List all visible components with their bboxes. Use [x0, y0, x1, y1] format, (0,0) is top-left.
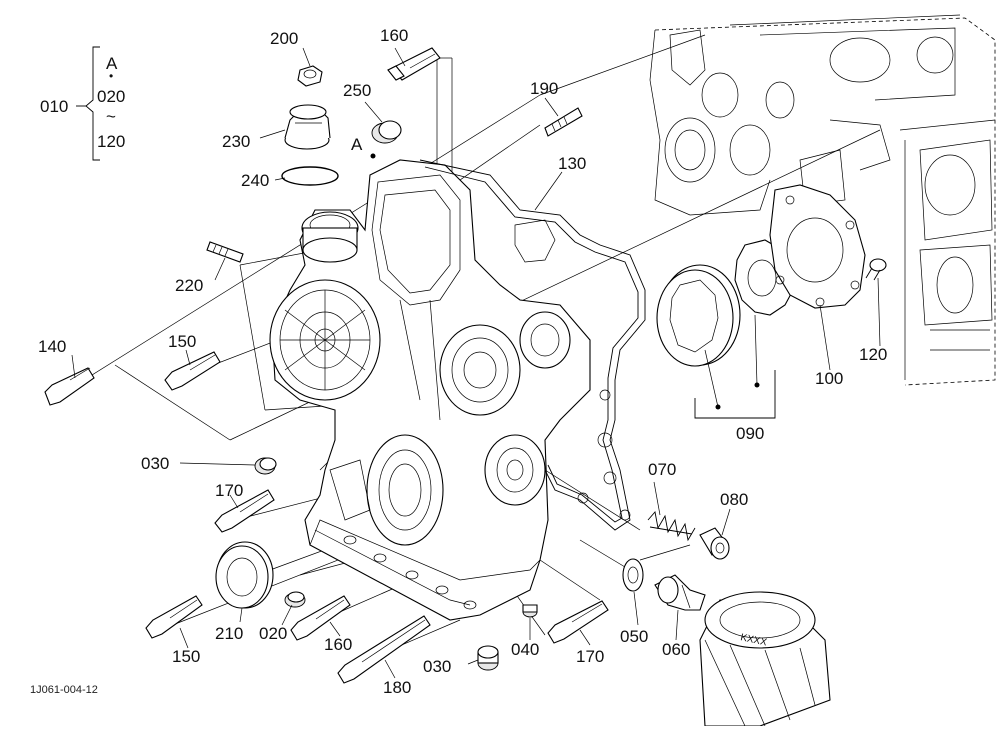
group-bracket	[76, 46, 100, 161]
bolt-150-lower	[145, 595, 203, 639]
callout-label: 040	[511, 640, 540, 659]
callout-label: 020	[259, 624, 288, 643]
callout-label: 080	[720, 490, 749, 509]
callout-label: 030	[423, 657, 452, 676]
bolt-180	[337, 615, 431, 684]
drawing-code: 1J061-004-12	[30, 684, 98, 696]
plug-030-upper	[254, 457, 277, 475]
bracket-090	[694, 314, 776, 419]
callout-label: 120	[859, 345, 888, 364]
callout-label: 070	[648, 460, 677, 479]
pump-cover-100	[769, 184, 866, 309]
washer-050	[622, 558, 644, 592]
spring-070	[647, 511, 696, 542]
callout-label: 100	[815, 369, 844, 388]
callout-label: 170	[215, 481, 244, 500]
callout-label: 160	[324, 635, 353, 654]
filler-cap-230	[284, 104, 331, 150]
gasket-130	[419, 159, 646, 531]
reference-point-a-marker	[370, 153, 376, 159]
bracket-top-letter: A	[106, 54, 118, 73]
plug-040	[522, 604, 538, 618]
stud-220	[206, 241, 244, 263]
callout-label: 150	[168, 332, 197, 351]
callout-label: 140	[38, 337, 67, 356]
bolt-160-lower	[290, 595, 351, 641]
bolt-160-upper	[387, 47, 441, 81]
oil-filter-cartridge: KXXX	[699, 591, 831, 727]
callout-label: 220	[175, 276, 204, 295]
plug-020	[284, 591, 306, 608]
callout-label: 130	[558, 154, 587, 173]
bracket-from-number: 020	[97, 87, 126, 106]
svg-text:KXXX: KXXX	[739, 632, 768, 648]
callout-label: 160	[380, 26, 409, 45]
bolt-150-upper	[164, 351, 221, 391]
callout-label: 060	[662, 640, 691, 659]
callout-leaders	[71, 47, 881, 679]
bolt-170-right	[547, 600, 609, 644]
oil-seal-210	[215, 541, 274, 609]
pump-outer-rotor	[656, 264, 741, 367]
plug-250	[371, 120, 402, 144]
callout-label: 200	[270, 29, 299, 48]
callout-label: 180	[383, 678, 412, 697]
stud-190	[544, 107, 583, 137]
callout-label: 150	[172, 647, 201, 666]
callout-label: 050	[620, 627, 649, 646]
bolt-170-left	[214, 489, 275, 533]
callout-label: 090	[736, 424, 765, 443]
pipe-joint-060	[654, 574, 706, 611]
callout-label: 190	[530, 79, 559, 98]
callout-label: 030	[141, 454, 170, 473]
group-number-label: 010	[40, 97, 69, 116]
bracket-to-number: 120	[97, 132, 126, 151]
screw-120	[865, 258, 887, 281]
callout-label: 230	[222, 132, 251, 151]
bolt-140	[44, 367, 95, 406]
relief-valve-080	[699, 527, 730, 560]
callout-label: 170	[576, 647, 605, 666]
plug-030-lower	[477, 645, 499, 671]
callout-label: 250	[343, 81, 372, 100]
callout-label: 240	[241, 171, 270, 190]
bracket-dot: •	[109, 69, 114, 83]
bolt-200	[297, 65, 323, 87]
bracket-tilde: ~	[106, 107, 116, 126]
callout-label: 210	[215, 624, 244, 643]
o-ring-240	[281, 166, 339, 186]
reference-point-a-label: A	[351, 135, 363, 154]
gear-case	[269, 159, 591, 621]
